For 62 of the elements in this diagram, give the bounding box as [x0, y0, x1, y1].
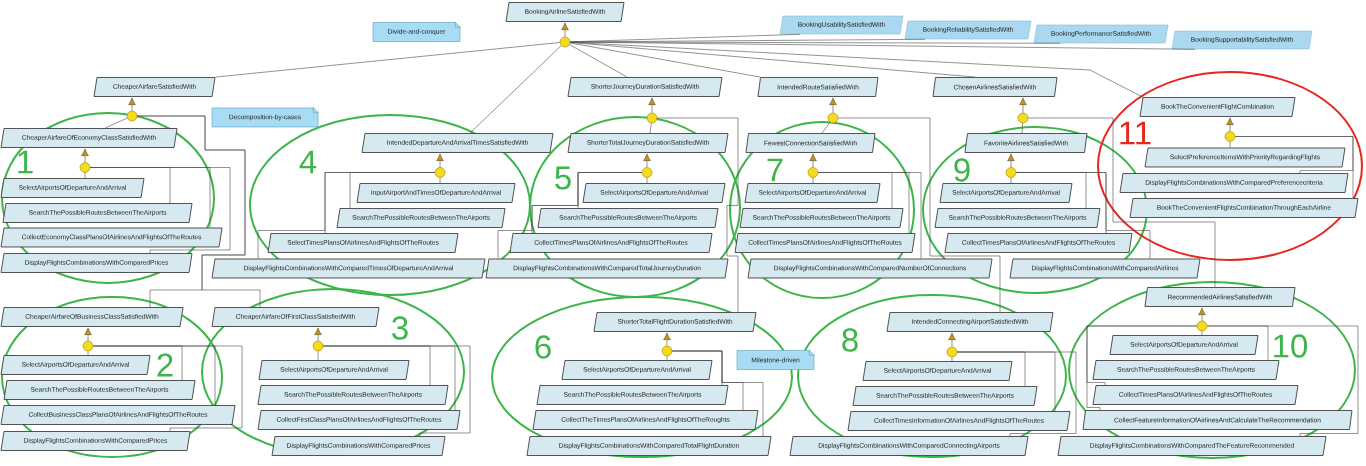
connector-line: [1235, 136, 1354, 199]
arrow: [1198, 307, 1206, 321]
connector-line: [818, 172, 922, 259]
connector-line: [570, 41, 1196, 50]
callout-number: 5: [555, 166, 571, 190]
connector-line: [646, 177, 648, 184]
connector-line: [257, 172, 435, 259]
callout-number: 1: [18, 150, 33, 174]
connector-line: [657, 117, 739, 313]
callout-number: 10: [1274, 334, 1308, 358]
connector-line: [90, 167, 231, 254]
connector-line: [87, 351, 89, 356]
connector-line: [469, 45, 562, 134]
callout-number: 6: [535, 335, 551, 359]
connector-line: [569, 44, 628, 78]
connector-line: [1229, 141, 1231, 148]
connector-line: [439, 177, 441, 184]
arrow: [128, 97, 136, 111]
arrow: [948, 332, 956, 347]
connector-line: [1201, 331, 1203, 336]
arrow: [1007, 153, 1015, 168]
arrow: [829, 97, 837, 113]
connector-line: [323, 345, 471, 437]
connector-line: [666, 356, 668, 361]
arrow: [648, 97, 656, 113]
connector-line: [1086, 325, 1197, 411]
arrow: [561, 22, 569, 37]
connector-line: [569, 42, 761, 78]
callout-number: 9: [954, 158, 970, 182]
connector-line: [821, 122, 831, 134]
connector-line: [957, 351, 1077, 437]
connector-line: [672, 350, 764, 437]
connector-line: [951, 357, 953, 362]
arrow: [1019, 97, 1027, 113]
connector-line: [497, 172, 642, 259]
connector-line: [104, 117, 128, 129]
callout-number: 2: [157, 353, 173, 377]
connector-line: [1010, 177, 1012, 184]
arrow: [84, 327, 92, 341]
callout-number: 8: [842, 328, 858, 352]
connector-line: [317, 351, 319, 361]
arrow: [436, 153, 444, 168]
connector-line: [93, 345, 243, 432]
connector-line: [1021, 123, 1023, 134]
connector-line: [1016, 172, 1151, 259]
callout-number: 4: [299, 150, 317, 174]
connector-line: [1028, 117, 1216, 288]
arrow: [314, 327, 322, 341]
connector-line: [84, 172, 86, 179]
callout-number: 7: [767, 158, 783, 182]
connector-line: [838, 117, 1001, 313]
arrow: [809, 153, 817, 168]
arrow: [663, 332, 671, 346]
arrow: [81, 148, 89, 163]
arrow: [643, 153, 651, 168]
callout-number: 11: [1120, 121, 1151, 145]
connector-line: [1207, 325, 1359, 437]
callout-number: 3: [392, 316, 408, 340]
arrow: [1226, 117, 1234, 132]
connector-line: [812, 177, 814, 184]
connector-line: [215, 42, 561, 78]
connector-line: [649, 122, 652, 134]
